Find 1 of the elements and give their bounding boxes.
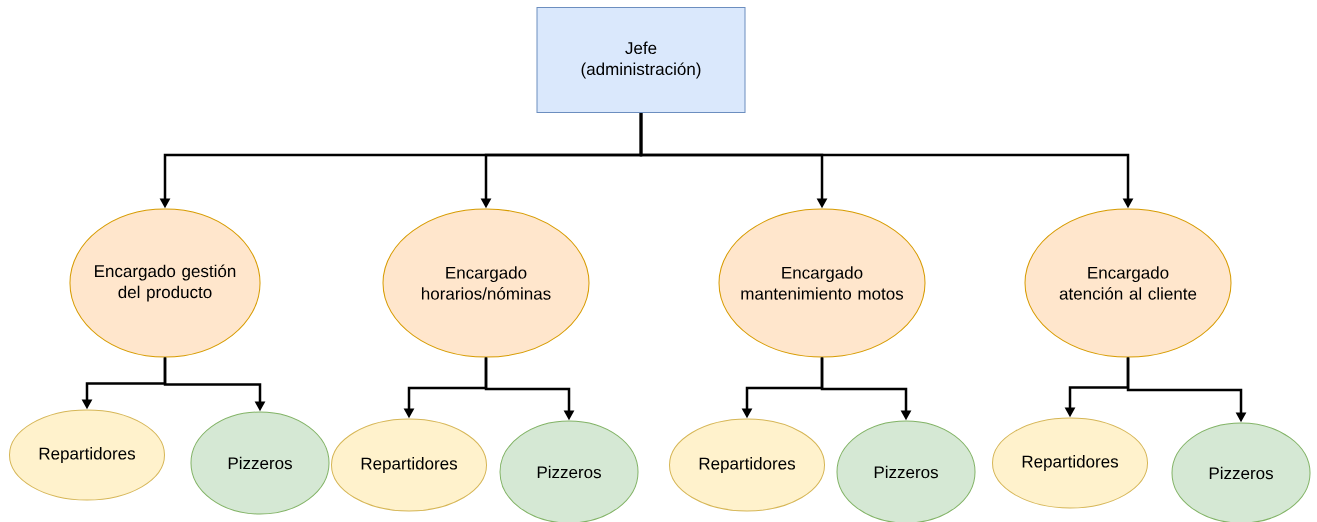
process-box: Jefe (administración) bbox=[536, 7, 746, 113]
